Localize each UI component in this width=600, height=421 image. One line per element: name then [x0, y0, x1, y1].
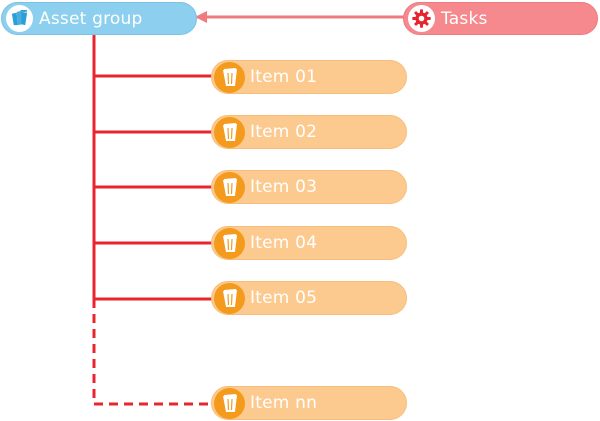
trash-bin-icon: [214, 227, 245, 259]
item-label: Item 01: [250, 67, 318, 87]
trash-bin-icon: [214, 387, 245, 419]
item-label: Item 03: [250, 177, 318, 197]
item-label: Item 02: [250, 122, 318, 142]
asset-group-node[interactable]: Asset group: [1, 2, 197, 35]
item-label: Item 04: [250, 233, 318, 253]
item-node-01[interactable]: Item 01: [211, 60, 407, 94]
trash-bin-icon: [214, 61, 245, 93]
item-label: Item 05: [250, 288, 318, 308]
tasks-label: Tasks: [441, 8, 488, 29]
trash-bin-icon: [214, 171, 245, 203]
trash-bin-icon: [214, 116, 245, 148]
item-node-04[interactable]: Item 04: [211, 226, 407, 260]
tasks-node[interactable]: Tasks: [403, 2, 598, 35]
item-node-03[interactable]: Item 03: [211, 170, 407, 204]
asset-group-icon: [6, 5, 33, 32]
item-node-nn[interactable]: Item nn: [211, 386, 407, 420]
item-label: Item nn: [250, 393, 318, 413]
asset-group-label: Asset group: [39, 8, 143, 29]
item-node-05[interactable]: Item 05: [211, 281, 407, 315]
gear-icon: [408, 5, 435, 32]
item-node-02[interactable]: Item 02: [211, 115, 407, 149]
trash-bin-icon: [214, 282, 245, 314]
